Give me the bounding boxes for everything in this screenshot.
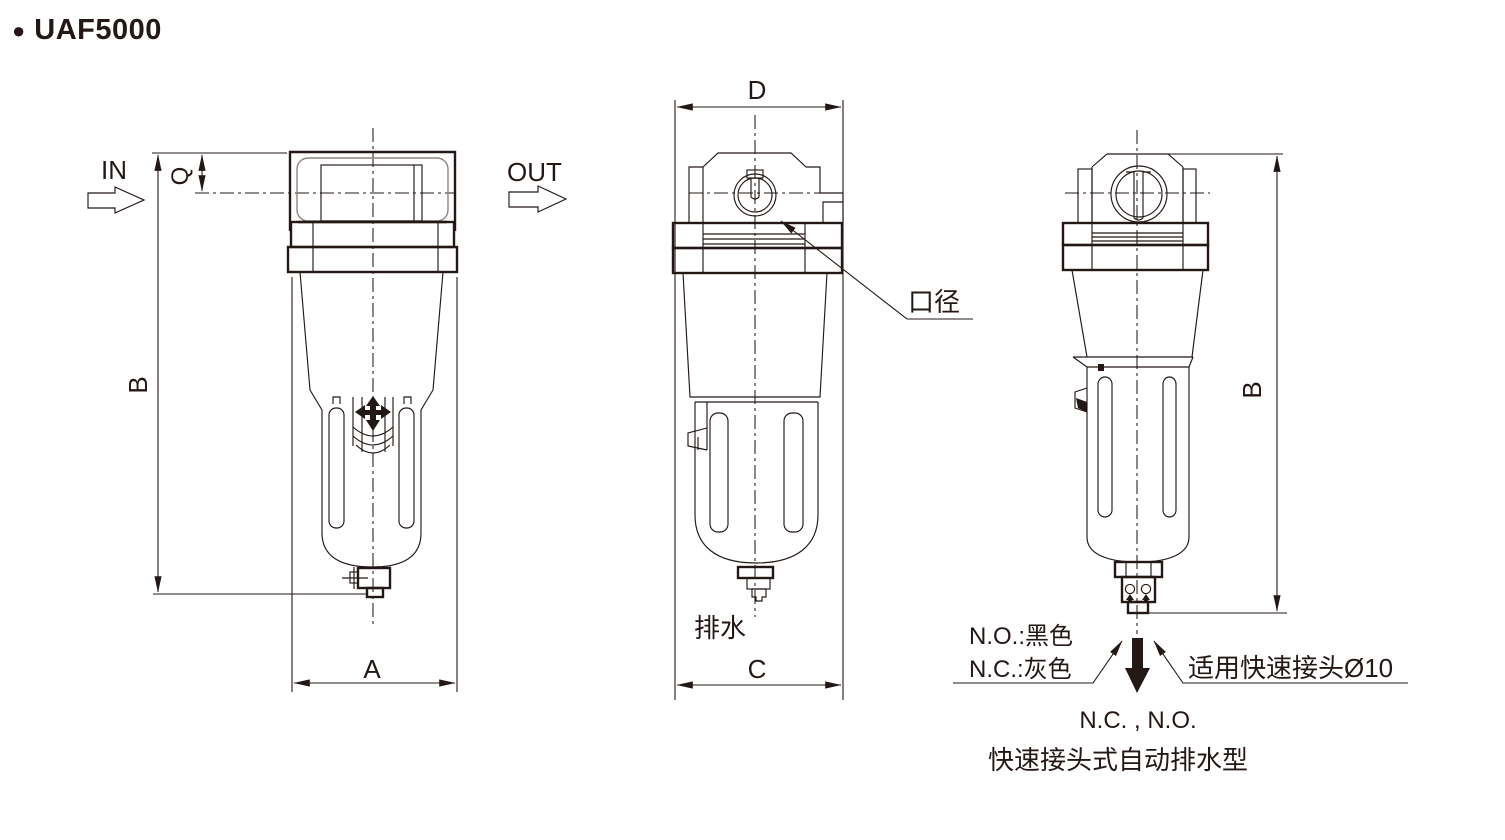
screw-slot: [750, 178, 760, 200]
drain-port-arrows: [1126, 594, 1150, 602]
body-guard-side: [682, 272, 828, 398]
drain-body-side: [746, 577, 771, 590]
front-view: IN OUT B Q: [87, 128, 568, 692]
screw-head: [746, 169, 764, 179]
port-leader-line: [780, 220, 973, 320]
deflector-channel: [352, 397, 394, 452]
sight-window-right: [398, 407, 415, 529]
drain-cross-lines: [342, 567, 368, 589]
collar-inner-lines: [702, 223, 806, 273]
drain-nub-front: [365, 586, 385, 599]
in-label: IN: [101, 155, 127, 185]
collar-inner-lines: [1091, 223, 1184, 270]
drain-types-label: N.C. , N.O.: [1079, 707, 1196, 734]
model-title: UAF5000: [34, 14, 162, 46]
drain-hex-facets: [1125, 562, 1152, 577]
left-leader-line: [953, 640, 1123, 684]
in-arrow-icon: [87, 186, 146, 214]
dim-b-label: B: [1237, 381, 1267, 398]
sight-window-left: [1097, 376, 1113, 518]
bowl-latch: [1074, 387, 1088, 413]
sight-window-right: [783, 412, 804, 533]
head-left-tab: [1077, 168, 1093, 224]
dim-d-label: D: [748, 75, 767, 105]
sight-window-right: [1162, 376, 1177, 518]
drain-cap: [1126, 600, 1150, 615]
sight-window-left: [328, 407, 345, 529]
ext-lines-a: [291, 277, 458, 692]
port-circle-inner: [1115, 170, 1163, 218]
filter-bowl-side: [694, 401, 819, 564]
fitting-label: 适用快速接头Ø10: [1188, 653, 1393, 683]
drain-nub-side: [751, 588, 767, 602]
bowl-latch-side: [687, 402, 708, 451]
head-right-step: [806, 166, 844, 223]
collar-band-2: [1061, 243, 1210, 272]
collar-band-1: [1061, 221, 1210, 247]
dim-a-label: A: [363, 654, 381, 684]
out-arrow-icon: [508, 185, 568, 213]
side-view: D 口径: [671, 75, 973, 700]
head-top: [1091, 153, 1184, 168]
bowl-latch-fill: [1076, 398, 1087, 412]
port-circle-outer: [1110, 165, 1168, 223]
deflector-louvers: [352, 426, 394, 454]
drain-hex-nut: [1113, 560, 1164, 579]
screw-slot: [1126, 171, 1151, 221]
port-size-label: 口径: [908, 287, 960, 317]
drain-label: 排水: [694, 613, 746, 643]
quick-connector-hole-right: [1140, 583, 1152, 595]
out-label: OUT: [507, 157, 562, 187]
variant-caption: 快速接头式自动排水型: [988, 745, 1248, 775]
dim-c-label: C: [748, 654, 767, 684]
page-title: ● UAF5000: [12, 14, 162, 47]
port-circle-outer: [733, 173, 777, 217]
filter-bowl: [1086, 366, 1190, 563]
body-taper: [1071, 269, 1204, 368]
bowl-mark: [1098, 364, 1104, 371]
bullet-icon: ●: [12, 17, 26, 43]
head-right-tab: [1182, 168, 1197, 224]
sight-window-left: [709, 412, 729, 533]
filter-head-front: [288, 150, 457, 231]
collar-triple-lines: [703, 233, 805, 245]
auto-drain-view: B N.O.:黑色 N.C.:灰色 适用快速接头Ø10 N.C. , N.O. …: [953, 130, 1408, 775]
flow-direction-icon: [355, 396, 391, 431]
collar-band-2: [286, 245, 459, 274]
collar-inner-lines: [312, 222, 439, 272]
right-leader-line: [1153, 640, 1408, 684]
no-color-label: N.O.:黑色: [969, 623, 1073, 650]
nc-color-label: N.C.:灰色: [969, 656, 1072, 683]
head-top-side: [702, 152, 807, 168]
quick-connector-hole-left: [1124, 583, 1136, 595]
drain-arrow-icon: [1125, 638, 1150, 693]
bowl-marks: [332, 396, 412, 404]
collar-triple-lines: [1092, 232, 1183, 242]
dim-q-label: Q: [167, 167, 194, 186]
head-left-tab: [688, 166, 704, 223]
collar-band-2: [671, 246, 844, 275]
dim-b-label: B: [123, 376, 153, 393]
